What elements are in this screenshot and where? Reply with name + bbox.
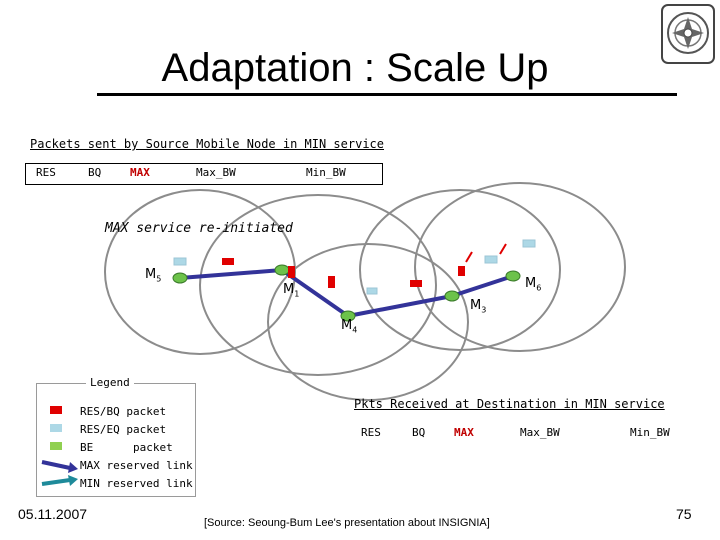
institute-logo (660, 3, 716, 65)
node-label-m1: M1 (283, 282, 300, 299)
node-label-m3: M3 (470, 298, 487, 315)
legend-label-be: BE packet (80, 441, 173, 454)
legend-swatch-green (50, 442, 62, 450)
range-circle-m1 (199, 194, 437, 376)
legend-link-arrows (41, 460, 78, 486)
legend-label-res-eq: RES/EQ packet (80, 423, 167, 436)
node-m6-dot (505, 270, 521, 282)
red-packet (458, 266, 465, 276)
node-label-m6: M6 (525, 276, 542, 293)
blue-packet (173, 257, 187, 266)
red-packet-tilted (465, 251, 473, 263)
legend-swatch-blue (50, 424, 62, 432)
red-packet-tilted (499, 243, 507, 255)
source-citation: [Source: Seoung-Bum Lee's presentation a… (204, 517, 490, 529)
node-label-m4: M4 (341, 318, 358, 335)
legend-title: Legend (86, 376, 134, 389)
recv-col-bq: BQ (412, 426, 426, 439)
blue-packet (484, 255, 498, 264)
node-m4-dot (340, 310, 356, 322)
sent-col-min-bw: Min_BW (306, 166, 346, 179)
max-link-m5-m1 (178, 268, 284, 280)
slide-title: Adaptation : Scale Up (161, 46, 549, 90)
sent-col-bq: BQ (88, 166, 102, 179)
range-circle-m3 (359, 189, 561, 351)
red-packet (328, 276, 335, 288)
max-link-m3-m6 (450, 274, 515, 298)
recv-col-max-bw: Max_BW (520, 426, 560, 439)
node-label-m5: M5 (145, 267, 162, 284)
title-underline (97, 93, 677, 96)
sent-header-table: RES BQ MAX Max_BW Min_BW (25, 163, 383, 185)
blue-packet (522, 239, 536, 248)
range-circle-m4 (267, 243, 469, 401)
node-m3-dot (444, 290, 460, 302)
page-number: 75 (676, 506, 692, 522)
recv-col-res: RES (361, 426, 381, 439)
received-header-table: RES BQ MAX Max_BW Min_BW (346, 424, 696, 444)
red-packet (288, 266, 295, 278)
legend-swatch-red (50, 406, 62, 414)
sent-col-res: RES (36, 166, 56, 179)
max-link-arrow-icon (41, 460, 71, 470)
node-m5-dot (172, 272, 188, 284)
node-m1-dot (274, 264, 290, 276)
red-packet (410, 280, 422, 287)
min-link-arrow-icon (41, 478, 71, 486)
recv-col-min-bw: Min_BW (630, 426, 670, 439)
range-circle-m6 (414, 182, 626, 352)
legend-label-res-bq: RES/BQ packet (80, 405, 167, 418)
recv-col-max: MAX (454, 426, 474, 439)
max-link-m4-m3 (346, 294, 454, 318)
received-caption: Pkts Received at Destination in MIN serv… (354, 397, 665, 411)
legend-label-max-link: MAX reserved link (80, 459, 193, 472)
sent-caption: Packets sent by Source Mobile Node in MI… (30, 137, 385, 151)
sent-col-max-bw: Max_BW (196, 166, 236, 179)
annotation-max-reinitiated: MAX service re-initiated (105, 221, 293, 236)
blue-packet (366, 287, 378, 295)
sent-col-max: MAX (130, 166, 150, 179)
red-packet (222, 258, 234, 265)
legend-label-min-link: MIN reserved link (80, 477, 193, 490)
slide-date: 05.11.2007 (18, 506, 88, 522)
